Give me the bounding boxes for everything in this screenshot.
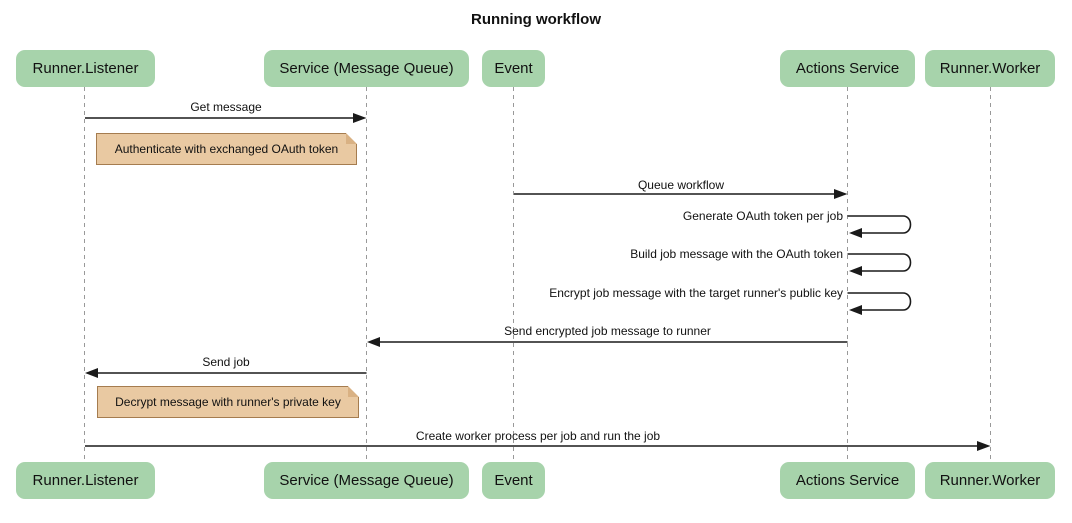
arrow-send-job	[85, 368, 367, 378]
actor-bottom-service-queue: Service (Message Queue)	[264, 462, 469, 499]
arrow-self-loop-encrypt-message	[847, 292, 912, 315]
label-encrypt-job-message: Encrypt job message with the target runn…	[549, 286, 843, 300]
actor-bottom-runner-listener: Runner.Listener	[16, 462, 155, 499]
actor-top-actions-service: Actions Service	[780, 50, 915, 87]
lifelines	[84, 87, 991, 462]
label-build-job-message: Build job message with the OAuth token	[630, 247, 843, 261]
diagram-title: Running workflow	[471, 11, 601, 28]
note-decrypt-message: Decrypt message with runner's private ke…	[97, 386, 359, 418]
arrow-send-encrypted-message	[367, 337, 848, 347]
label-send-encrypted-message: Send encrypted job message to runner	[504, 324, 711, 338]
actor-bottom-event: Event	[482, 462, 545, 499]
actor-top-event: Event	[482, 50, 545, 87]
label-queue-workflow: Queue workflow	[637, 178, 725, 192]
label-generate-oauth-token: Generate OAuth token per job	[682, 209, 843, 223]
actor-top-service-queue: Service (Message Queue)	[264, 50, 469, 87]
label-get-message: Get message	[190, 100, 262, 114]
actor-top-runner-worker: Runner.Worker	[925, 50, 1055, 87]
actor-bottom-actions-service: Actions Service	[780, 462, 915, 499]
label-send-job: Send job	[202, 355, 250, 369]
arrow-queue-workflow	[514, 189, 848, 199]
arrow-get-message	[85, 113, 367, 123]
note-authenticate-oauth: Authenticate with exchanged OAuth token	[96, 133, 357, 165]
arrow-self-loop-build-message	[847, 253, 912, 276]
arrow-self-loop-generate-token	[847, 215, 912, 238]
label-create-worker-process: Create worker process per job and run th…	[415, 429, 661, 443]
arrow-create-worker	[85, 441, 991, 451]
actor-bottom-runner-worker: Runner.Worker	[925, 462, 1055, 499]
actor-top-runner-listener: Runner.Listener	[16, 50, 155, 87]
